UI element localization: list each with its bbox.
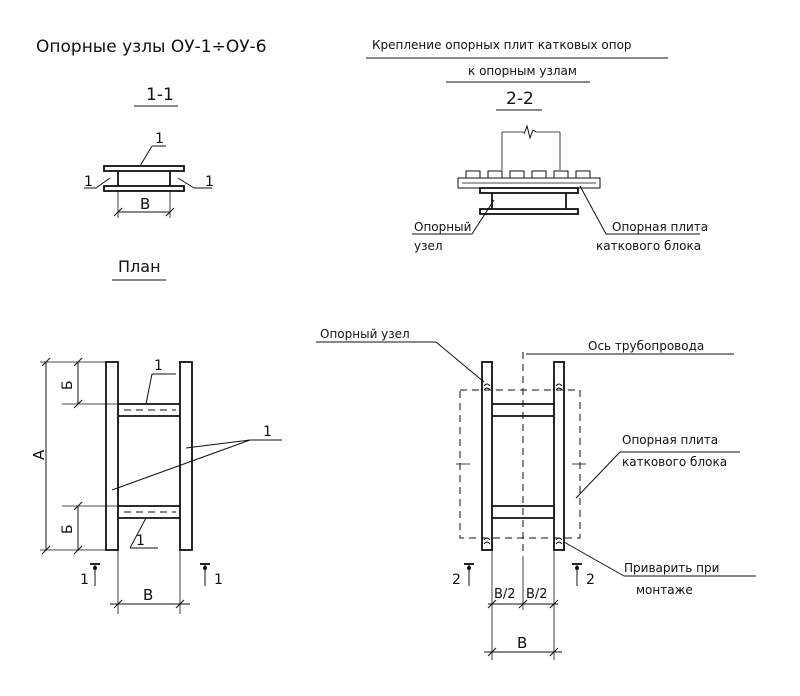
fastening-cut-left: 2 <box>452 572 461 588</box>
section-1-1-label-top: 1 <box>155 131 164 147</box>
fastening-cut-right: 2 <box>586 572 595 588</box>
pipe-axis-label: Ось трубопровода <box>588 339 704 353</box>
plan-title: План <box>118 257 161 276</box>
plan-cut-right: 1 <box>214 572 223 588</box>
section-1-1-dim-B: B <box>140 195 150 213</box>
section-2-2-drawing: Опорный узел Опорная плита каткового бло… <box>412 124 708 253</box>
plan-dim-B-small-top: Б <box>60 380 76 390</box>
plan-label-bottom: 1 <box>136 533 145 549</box>
fastening-plate-label-line2: каткового блока <box>622 455 727 469</box>
section-1-1-label-left: 1 <box>84 174 93 190</box>
support-node-label-line2: узел <box>414 239 443 253</box>
plan-label-right: 1 <box>263 424 272 440</box>
fastening-dim-B: B <box>517 634 527 652</box>
plan-drawing: 1 1 1 А Б Б B <box>30 357 282 614</box>
section-1-1-title: 1-1 <box>146 85 174 105</box>
support-plate-label-line2: каткового блока <box>596 239 701 253</box>
dim-half-left: B/2 <box>494 587 516 602</box>
section-1-1-drawing: 1 1 1 B <box>84 131 214 218</box>
fastening-plan-drawing: Опорный узел Ось трубопровода Опорная пл… <box>316 327 756 660</box>
plan-label-top: 1 <box>154 358 163 374</box>
weld-label-line2: монтаже <box>636 583 693 597</box>
title-fastening-line2: к опорным узлам <box>468 64 577 78</box>
title-fastening-line1: Крепление опорных плит катковых опор <box>372 38 632 52</box>
support-node-label-line1: Опорный <box>414 220 471 234</box>
weld-label-line1: Приварить при <box>624 561 719 575</box>
support-plate-label-line1: Опорная плита <box>612 220 708 234</box>
plan-dim-A: А <box>30 449 48 460</box>
section-1-1-label-right: 1 <box>205 174 214 190</box>
dim-half-right: B/2 <box>526 587 548 602</box>
section-2-2-title: 2-2 <box>506 89 534 109</box>
title-support-nodes: Опорные узлы ОУ-1÷ОУ-6 <box>36 37 267 57</box>
plan-cut-left: 1 <box>80 572 89 588</box>
plan-dim-B-small-bottom: Б <box>60 524 76 534</box>
fastening-plate-label-line1: Опорная плита <box>622 433 718 447</box>
plan-dim-B: B <box>143 586 153 604</box>
support-node-full-label: Опорный узел <box>320 327 410 341</box>
